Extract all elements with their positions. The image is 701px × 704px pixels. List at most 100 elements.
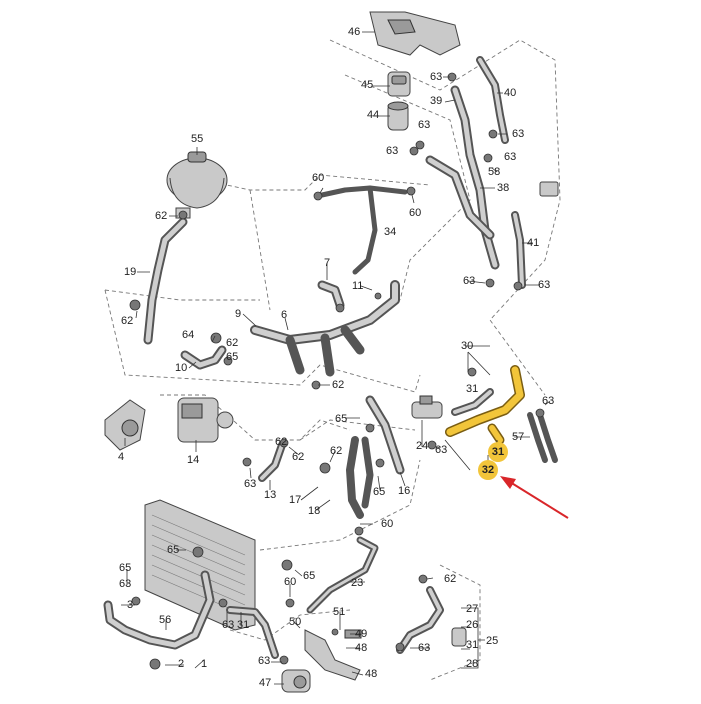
- hose-7: [317, 280, 345, 310]
- hose-25: [396, 586, 467, 654]
- label-14: 14: [187, 454, 200, 466]
- label-31-c: 31: [466, 639, 479, 651]
- radiator-56: [144, 499, 256, 631]
- label-63-e: 63: [504, 151, 517, 163]
- label-60-d: 60: [284, 576, 297, 588]
- label-38: 38: [497, 182, 510, 194]
- label-1: 1: [201, 658, 208, 670]
- label-18: 18: [308, 505, 321, 517]
- label-6: 6: [281, 309, 288, 321]
- label-10: 10: [175, 362, 188, 374]
- label-62-h: 62: [444, 573, 457, 585]
- label-44: 44: [367, 109, 380, 121]
- label-48-a: 48: [355, 642, 368, 654]
- label-41: 41: [527, 237, 540, 249]
- hose-30: [451, 388, 494, 416]
- label-63-c: 63: [512, 128, 525, 140]
- label-56: 56: [159, 614, 172, 626]
- label-60-b: 60: [409, 207, 422, 219]
- label-24: 24: [416, 440, 429, 452]
- label-62-c: 62: [226, 337, 239, 349]
- label-60-c: 60: [381, 518, 394, 530]
- thermostat-24: [411, 395, 443, 419]
- label-16: 16: [398, 485, 411, 497]
- label-46: 46: [348, 26, 361, 38]
- label-11: 11: [352, 280, 364, 292]
- label-3: 3: [127, 599, 134, 611]
- label-39: 39: [430, 95, 443, 107]
- label-4: 4: [118, 451, 125, 463]
- label-27: 27: [466, 603, 479, 615]
- label-31-b: 31: [237, 619, 250, 631]
- label-58: 58: [488, 166, 501, 178]
- label-28: 28: [466, 658, 479, 670]
- filter-44: [387, 101, 409, 131]
- hose-34: [319, 185, 408, 275]
- label-63-g: 63: [538, 279, 551, 291]
- hoses-16-18: [346, 395, 405, 519]
- hose-23: [306, 536, 379, 614]
- sensor-45: [387, 71, 411, 97]
- highlight-label-31: 31: [488, 442, 508, 462]
- label-62-e: 62: [275, 436, 288, 448]
- label-65-a: 65: [226, 351, 239, 363]
- pipe-6: [250, 280, 400, 377]
- hose-32-highlighted: [445, 365, 525, 445]
- hose-3: [103, 570, 215, 650]
- label-63-d: 63: [386, 145, 399, 157]
- expansion-tank-55: [166, 151, 228, 219]
- label-62-d: 62: [332, 379, 345, 391]
- label-31-a: 31: [466, 383, 479, 395]
- label-49: 49: [355, 628, 368, 640]
- label-63-k: 63: [119, 578, 132, 590]
- label-19: 19: [124, 266, 137, 278]
- valve-14: [177, 397, 234, 443]
- hose-19: [143, 217, 188, 345]
- label-65-c: 65: [373, 486, 386, 498]
- highlight-label-32: 32: [478, 460, 498, 480]
- label-13: 13: [264, 489, 277, 501]
- pump-47: [281, 669, 311, 693]
- label-60-a: 60: [312, 172, 325, 184]
- label-45: 45: [361, 79, 374, 91]
- label-62-a: 62: [155, 210, 168, 222]
- label-63-m: 63: [418, 642, 431, 654]
- label-62-g: 62: [330, 445, 343, 457]
- label-63-j: 63: [244, 478, 257, 490]
- label-30: 30: [461, 340, 474, 352]
- label-34: 34: [384, 226, 397, 238]
- label-62-f: 62: [292, 451, 305, 463]
- label-63-h: 63: [542, 395, 555, 407]
- label-26: 26: [466, 619, 479, 631]
- leader-lines: [121, 31, 551, 685]
- group-frames: [104, 39, 561, 681]
- label-63-i: 63: [435, 444, 448, 456]
- clamps: [129, 72, 545, 670]
- label-65-f: 65: [119, 562, 132, 574]
- hose-57: [527, 412, 558, 463]
- label-63-n: 63: [258, 655, 271, 667]
- label-47: 47: [259, 677, 272, 689]
- label-40: 40: [504, 87, 517, 99]
- label-51: 51: [333, 606, 346, 618]
- hose-10: [180, 345, 227, 370]
- label-63-f: 63: [463, 275, 476, 287]
- label-62-b: 62: [121, 315, 134, 327]
- pump-4: [104, 399, 146, 451]
- label-2: 2: [178, 658, 185, 670]
- label-9: 9: [235, 308, 242, 320]
- label-17: 17: [289, 494, 302, 506]
- label-63-b: 63: [418, 119, 431, 131]
- bracket-46: [369, 11, 461, 56]
- label-65-e: 65: [303, 570, 316, 582]
- red-arrow: [500, 476, 569, 519]
- label-63-a: 63: [430, 71, 443, 83]
- label-63-l: 63: [222, 619, 235, 631]
- label-57: 57: [512, 431, 525, 443]
- label-48-b: 48: [365, 668, 378, 680]
- label-65-b: 65: [335, 413, 348, 425]
- hose-13: [258, 441, 286, 482]
- label-7: 7: [324, 257, 331, 269]
- label-55: 55: [191, 133, 204, 145]
